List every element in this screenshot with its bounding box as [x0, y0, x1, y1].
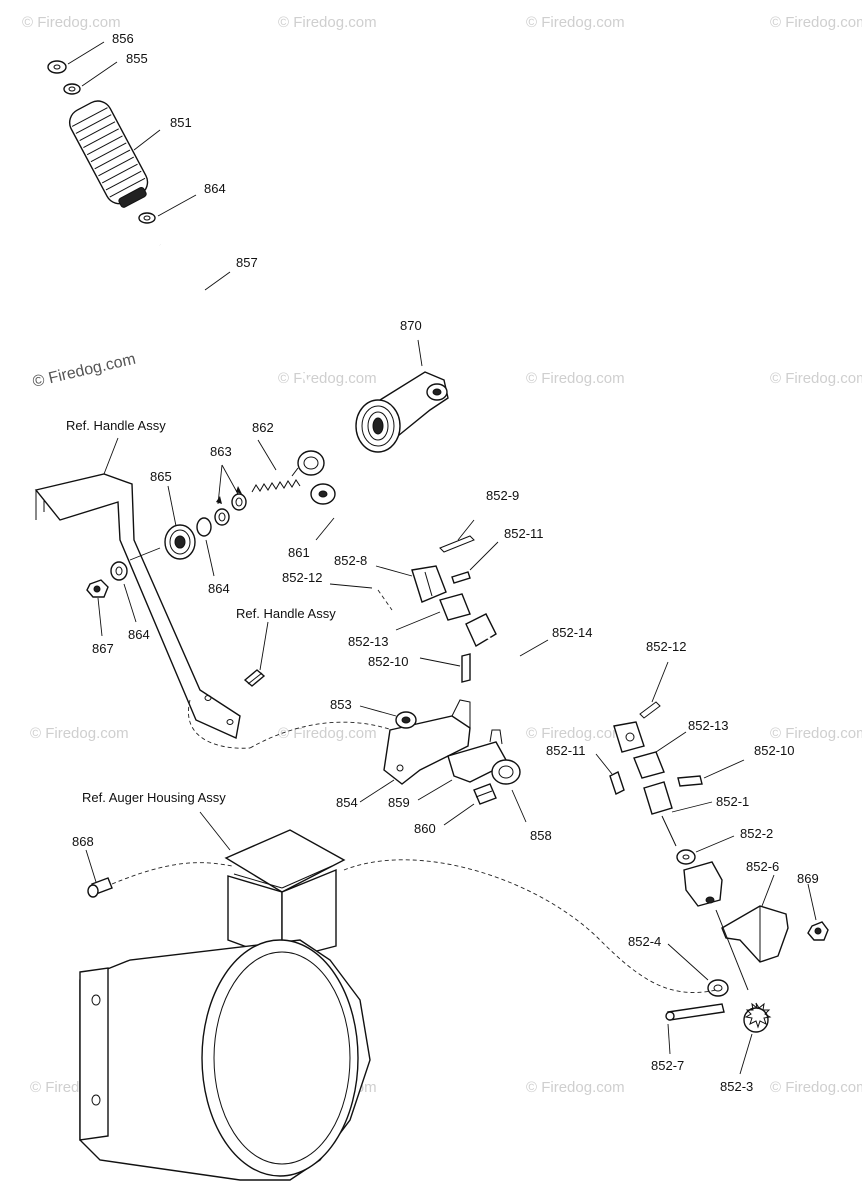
- callout-854: 854: [336, 795, 358, 810]
- callout-852-8: 852-8: [334, 553, 367, 568]
- watermark: © Firedog.com: [278, 14, 377, 31]
- callout-labels: 856 855 851 864 857 870 862 863 865 861 …: [66, 31, 819, 1094]
- ref-handle-assy: Ref. Handle Assy: [236, 606, 336, 621]
- callout-852-12: 852-12: [282, 570, 322, 585]
- control-bracket: [383, 699, 521, 805]
- watermark: © Firedog.com: [770, 370, 862, 387]
- callout-853: 853: [330, 697, 352, 712]
- watermark-main: © Firedog.com: [31, 351, 137, 391]
- callout-852-10: 852-10: [754, 743, 794, 758]
- shift-rod: [158, 244, 422, 571]
- watermark: © Firedog.com: [526, 725, 625, 742]
- watermark: © Firedog.com: [526, 14, 625, 31]
- watermark: © Firedog.com: [22, 14, 121, 31]
- callout-862: 862: [252, 420, 274, 435]
- callout-852-13: 852-13: [348, 634, 388, 649]
- callout-865: 865: [150, 469, 172, 484]
- ref-auger-housing-assy: Ref. Auger Housing Assy: [82, 790, 226, 805]
- callout-851: 851: [170, 115, 192, 130]
- callout-852-3: 852-3: [720, 1079, 753, 1094]
- callout-867: 867: [92, 641, 114, 656]
- linkage-assembly: [377, 535, 829, 1033]
- callout-852-11: 852-11: [504, 526, 544, 541]
- leader-lines: [67, 41, 817, 1075]
- pointer-arrows: [216, 486, 242, 504]
- callout-868: 868: [72, 834, 94, 849]
- shift-knob: [355, 371, 449, 453]
- callout-852-2: 852-2: [740, 826, 773, 841]
- watermark: © Firedog.com: [30, 725, 129, 742]
- watermark: © Firedog.com: [278, 370, 377, 387]
- callout-855: 855: [126, 51, 148, 66]
- watermark: © Firedog.com: [770, 1079, 862, 1096]
- callout-852-6: 852-6: [746, 859, 779, 874]
- pivot-hardware: [86, 450, 336, 687]
- callout-858: 858: [530, 828, 552, 843]
- callout-852-7: 852-7: [651, 1058, 684, 1073]
- callout-864: 864: [204, 181, 226, 196]
- ref-handle-assy: Ref. Handle Assy: [66, 418, 166, 433]
- callout-870: 870: [400, 318, 422, 333]
- callout-857: 857: [236, 255, 258, 270]
- callout-852-9: 852-9: [486, 488, 519, 503]
- callout-852-12: 852-12: [646, 639, 686, 654]
- callout-859: 859: [388, 795, 410, 810]
- callout-852-13: 852-13: [688, 718, 728, 733]
- watermark: © Firedog.com: [526, 1079, 625, 1096]
- grip-assembly: [47, 60, 156, 224]
- callout-864: 864: [208, 581, 230, 596]
- watermark: © Firedog.com: [278, 725, 377, 742]
- watermark: © Firedog.com: [770, 725, 862, 742]
- callout-861: 861: [288, 545, 310, 560]
- callout-869: 869: [797, 871, 819, 886]
- callout-852-4: 852-4: [628, 934, 661, 949]
- callout-852-10: 852-10: [368, 654, 408, 669]
- auger-housing: [79, 829, 371, 1181]
- handle-bracket: [34, 473, 251, 749]
- callout-864: 864: [128, 627, 150, 642]
- callout-852-1: 852-1: [716, 794, 749, 809]
- callout-860: 860: [414, 821, 436, 836]
- routing-lines: [111, 721, 717, 993]
- watermark: © Firedog.com: [526, 370, 625, 387]
- callout-852-11: 852-11: [546, 743, 586, 758]
- watermark: © Firedog.com: [770, 14, 862, 31]
- watermark-layer: © Firedog.com © Firedog.com © Firedog.co…: [22, 14, 862, 1096]
- callout-863: 863: [210, 444, 232, 459]
- callout-852-14: 852-14: [552, 625, 592, 640]
- callout-856: 856: [112, 31, 134, 46]
